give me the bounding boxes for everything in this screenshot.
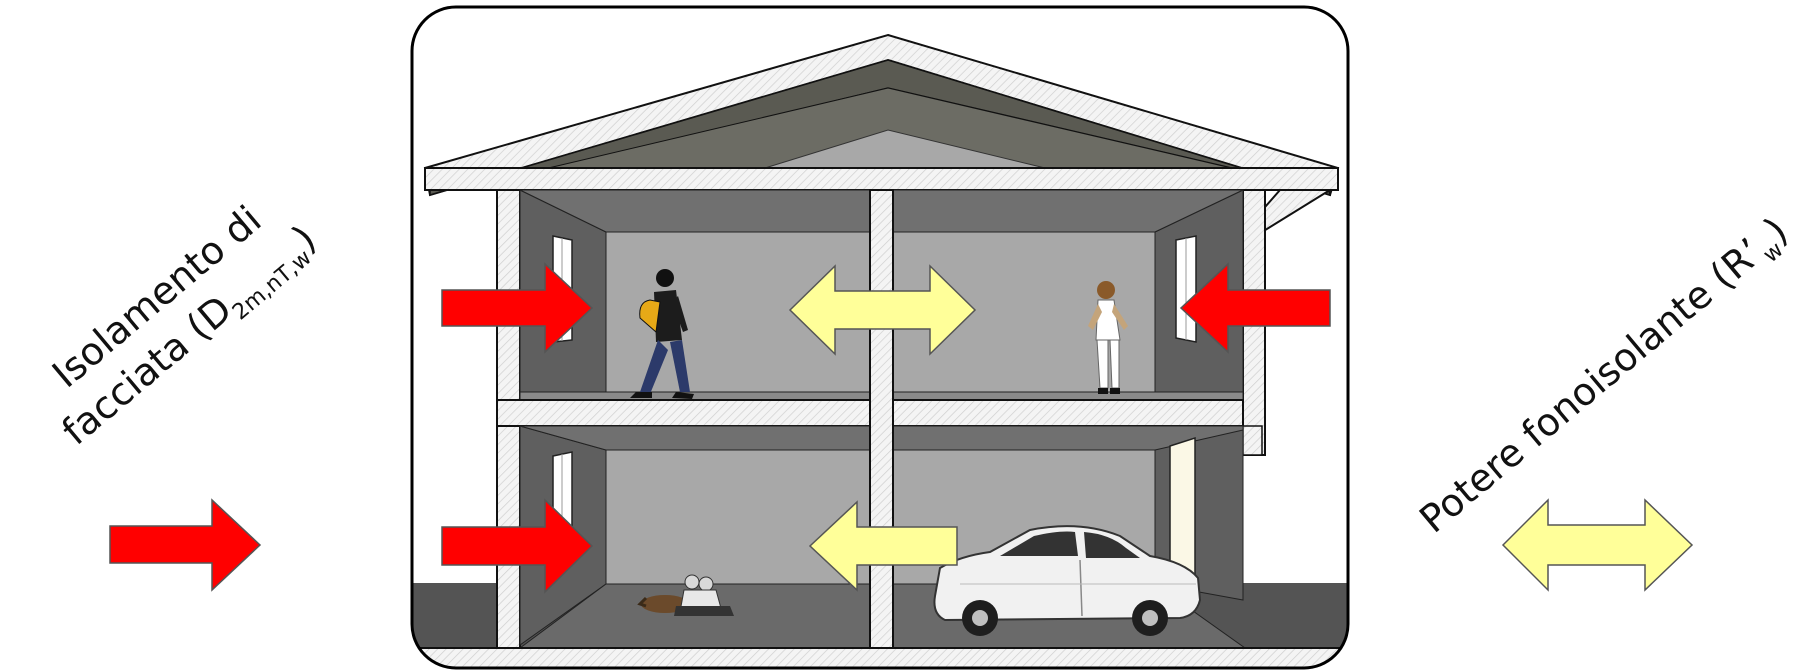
party-wall: [870, 190, 893, 658]
ceiling-slab: [425, 168, 1338, 190]
house-illustration: [412, 7, 1348, 671]
facade-insulation-label: Isolamento di facciata (D2m,nT,w): [22, 178, 329, 458]
red-right-arrow-icon: [110, 500, 260, 590]
facade-label-line2-sub: 2m,nT,w: [228, 245, 317, 325]
sound-reduction-label: Potere fonoisolante (R’w): [1411, 209, 1800, 546]
sound-reduction-prefix: Potere fonoisolante (R’: [1411, 230, 1771, 542]
yellow-double-arrow-icon: [1503, 500, 1692, 590]
svg-text:Potere fonoisolante (R’w): Potere fonoisolante (R’w): [1411, 209, 1800, 546]
